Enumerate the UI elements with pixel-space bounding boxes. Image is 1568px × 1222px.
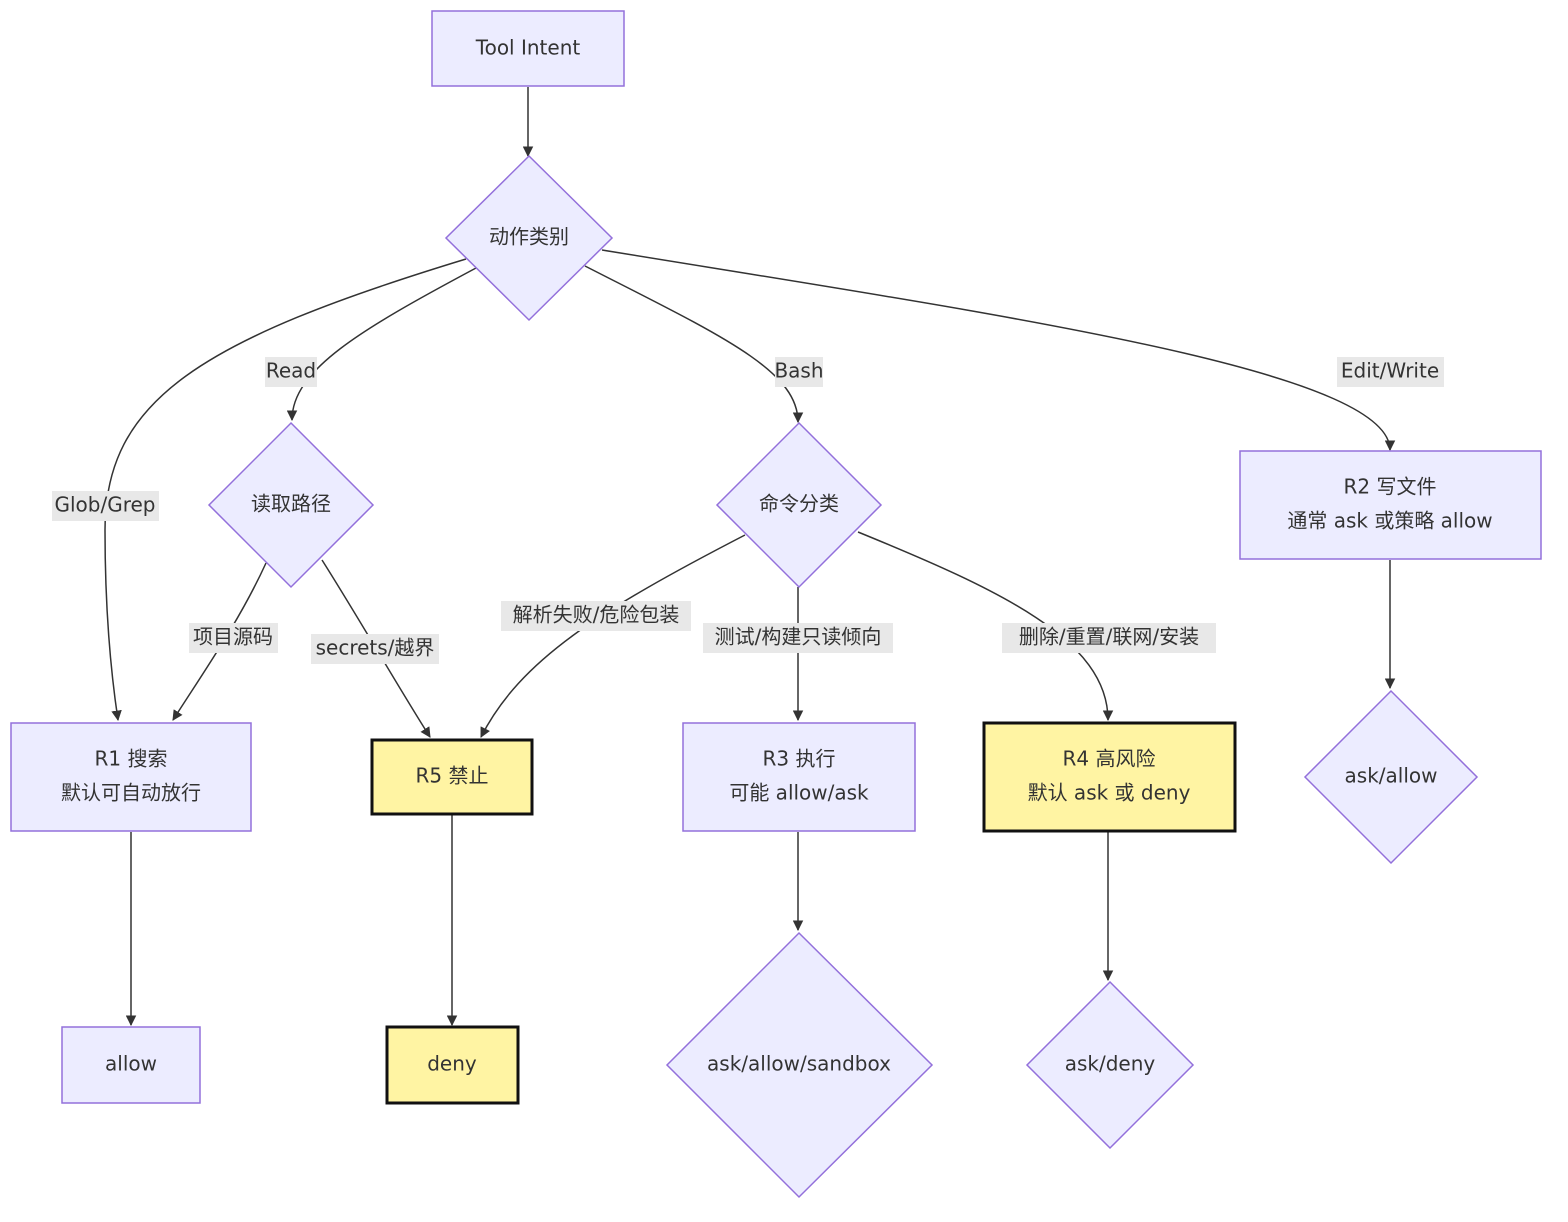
svg-text:deny: deny bbox=[427, 1052, 477, 1076]
node-tool-intent[interactable]: Tool Intent bbox=[431, 10, 625, 87]
svg-text:默认可自动放行: 默认可自动放行 bbox=[61, 781, 201, 805]
svg-text:ask/allow: ask/allow bbox=[1345, 764, 1438, 788]
edge-label-parse-fail: 解析失败/危险包装 bbox=[501, 601, 691, 631]
svg-text:解析失败/危险包装: 解析失败/危险包装 bbox=[513, 603, 680, 627]
svg-text:allow: allow bbox=[105, 1052, 157, 1076]
edge-label-secrets: secrets/越界 bbox=[311, 634, 439, 664]
node-action-category[interactable]: 动作类别 bbox=[444, 154, 614, 322]
node-r3[interactable]: R3 执行 可能 allow/ask bbox=[682, 722, 916, 832]
edge-label-edit-write: Edit/Write bbox=[1337, 357, 1444, 387]
svg-text:R4 高风险: R4 高风险 bbox=[1063, 747, 1156, 771]
svg-text:Bash: Bash bbox=[774, 359, 823, 383]
svg-text:Tool Intent: Tool Intent bbox=[475, 36, 581, 60]
edge-command-to-r4 bbox=[857, 531, 1114, 722]
edge-command-to-r5 bbox=[480, 534, 746, 738]
svg-text:Edit/Write: Edit/Write bbox=[1341, 359, 1439, 383]
svg-text:默认 ask 或 deny: 默认 ask 或 deny bbox=[1028, 781, 1191, 805]
node-deny[interactable]: deny bbox=[385, 1025, 520, 1105]
node-ask-allow[interactable]: ask/allow bbox=[1303, 689, 1479, 865]
node-ask-allow-sandbox[interactable]: ask/allow/sandbox bbox=[665, 931, 934, 1199]
edge-category-to-editwrite bbox=[601, 249, 1396, 452]
edge-label-project-source: 项目源码 bbox=[189, 623, 278, 653]
svg-text:R3 执行: R3 执行 bbox=[763, 747, 836, 771]
svg-text:可能 allow/ask: 可能 allow/ask bbox=[729, 781, 869, 805]
svg-text:Glob/Grep: Glob/Grep bbox=[54, 493, 155, 517]
svg-text:删除/重置/联网/安装: 删除/重置/联网/安装 bbox=[1019, 625, 1199, 649]
svg-text:动作类别: 动作类别 bbox=[489, 225, 569, 249]
svg-text:R5 禁止: R5 禁止 bbox=[416, 764, 489, 788]
edge-category-to-r1 bbox=[104, 258, 467, 722]
node-read-path[interactable]: 读取路径 bbox=[207, 421, 375, 589]
svg-text:命令分类: 命令分类 bbox=[759, 492, 839, 516]
edge-label-delete-reset: 删除/重置/联网/安装 bbox=[1002, 623, 1216, 653]
node-r1[interactable]: R1 搜索 默认可自动放行 bbox=[10, 722, 252, 832]
svg-text:ask/allow/sandbox: ask/allow/sandbox bbox=[707, 1052, 891, 1076]
svg-text:测试/构建只读倾向: 测试/构建只读倾向 bbox=[715, 625, 882, 649]
svg-text:R2 写文件: R2 写文件 bbox=[1344, 475, 1437, 499]
node-r5[interactable]: R5 禁止 bbox=[370, 738, 534, 816]
svg-text:Read: Read bbox=[266, 359, 316, 383]
edge-label-test-build: 测试/构建只读倾向 bbox=[703, 623, 893, 653]
node-ask-deny[interactable]: ask/deny bbox=[1025, 980, 1195, 1150]
svg-text:项目源码: 项目源码 bbox=[193, 625, 273, 649]
nodes: Tool Intent 动作类别 读取路径 命令分类 R2 写文件 通常 ask… bbox=[10, 10, 1542, 1199]
node-r4[interactable]: R4 高风险 默认 ask 或 deny bbox=[982, 721, 1237, 833]
node-r2[interactable]: R2 写文件 通常 ask 或策略 allow bbox=[1239, 450, 1542, 560]
svg-text:ask/deny: ask/deny bbox=[1065, 1052, 1156, 1076]
edge-label-read: Read bbox=[265, 357, 317, 387]
edge-category-to-bash bbox=[584, 265, 804, 424]
svg-text:R1 搜索: R1 搜索 bbox=[95, 747, 168, 771]
edge-label-bash: Bash bbox=[774, 357, 824, 387]
edge-label-glob-grep: Glob/Grep bbox=[52, 491, 159, 521]
edge-category-to-read bbox=[286, 267, 477, 422]
node-allow[interactable]: allow bbox=[61, 1026, 201, 1104]
svg-text:通常 ask 或策略 allow: 通常 ask 或策略 allow bbox=[1287, 509, 1492, 533]
svg-text:读取路径: 读取路径 bbox=[251, 492, 331, 516]
edge-labels: Read Bash Edit/Write Glob/Grep 项目源码 secr… bbox=[52, 357, 1444, 664]
svg-text:secrets/越界: secrets/越界 bbox=[316, 636, 435, 660]
node-command-category[interactable]: 命令分类 bbox=[715, 421, 883, 589]
